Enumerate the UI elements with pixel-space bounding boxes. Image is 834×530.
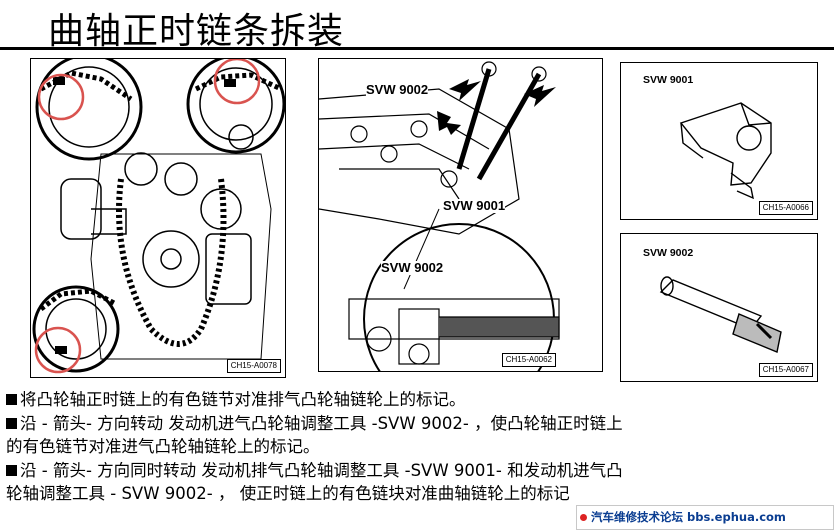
instruction-line-2-text: 沿 - 箭头- 方向转动 发动机进气凸轮轴调整工具 -SVW 9002- ，使凸…: [20, 413, 623, 433]
bullet-square-icon: [6, 464, 17, 476]
instruction-line-2: 沿 - 箭头- 方向转动 发动机进气凸轮轴调整工具 -SVW 9002- ，使凸…: [6, 412, 828, 436]
instruction-text: 将凸轮轴正时链上的有色链节对准排气凸轮轴链轮上的标记。 沿 - 箭头- 方向转动…: [6, 388, 828, 506]
label-svw9002-lower: SVW 9002: [381, 260, 444, 275]
instruction-line-4-text: 沿 - 箭头- 方向同时转动 发动机排气凸轮轴调整工具 -SVW 9001- 和…: [20, 460, 623, 480]
instruction-line-5: 轮轴调整工具 - SVW 9002- ， 使正时链上的有色链块对准曲轴链轮上的标…: [6, 482, 828, 506]
title-underline: [0, 47, 834, 50]
instruction-line-3-text: 的有色链节对准进气凸轮轴链轮上的标记。: [6, 437, 320, 456]
watermark-text: 汽车维修技术论坛 bbs.ephua.com: [591, 510, 786, 524]
instruction-line-1-text: 将凸轮轴正时链上的有色链节对准排气凸轮轴链轮上的标记。: [20, 390, 466, 409]
instruction-line-3: 的有色链节对准进气凸轮轴链轮上的标记。: [6, 435, 828, 459]
engine-timing-illustration: [32, 59, 285, 374]
instruction-line-4: 沿 - 箭头- 方向同时转动 发动机排气凸轮轴调整工具 -SVW 9001- 和…: [6, 459, 828, 483]
tool-installation-illustration: [319, 61, 560, 371]
figure-code: CH15-A0067: [758, 363, 813, 377]
site-watermark: 汽车维修技术论坛 bbs.ephua.com: [576, 505, 834, 530]
engine-timing-figure: CH15-A0078: [30, 58, 286, 378]
tool-svw9001-figure: SVW 9001 CH15-A0066: [620, 62, 818, 220]
label-svw9001: SVW 9001: [443, 198, 506, 213]
instruction-line-5-text: 轮轴调整工具 - SVW 9002- ， 使正时链上的有色链块对准曲轴链轮上的标…: [6, 484, 570, 503]
instruction-line-1: 将凸轮轴正时链上的有色链节对准排气凸轮轴链轮上的标记。: [6, 388, 828, 412]
svw9001-illustration: [679, 102, 772, 200]
tool-svw9002-figure: SVW 9002 CH15-A0067: [620, 233, 818, 382]
svw9002-illustration: [659, 276, 782, 353]
watermark-logo-icon: [580, 514, 587, 521]
page-title: 曲轴正时链条拆装: [48, 11, 345, 52]
bullet-square-icon: [6, 417, 17, 429]
tool-svw9002-label: SVW 9002: [643, 246, 694, 260]
tool-installation-figure: SVW 9002 SVW 9001 SVW 9002 CH15-A0062: [318, 58, 603, 372]
figure-code: CH15-A0066: [758, 201, 813, 215]
label-svw9002-top: SVW 9002: [366, 82, 429, 97]
bullet-square-icon: [6, 394, 17, 405]
tool-svw9001-label: SVW 9001: [643, 73, 694, 87]
figure-code: CH15-A0062: [501, 353, 556, 367]
figure-code: CH15-A0078: [226, 359, 281, 373]
